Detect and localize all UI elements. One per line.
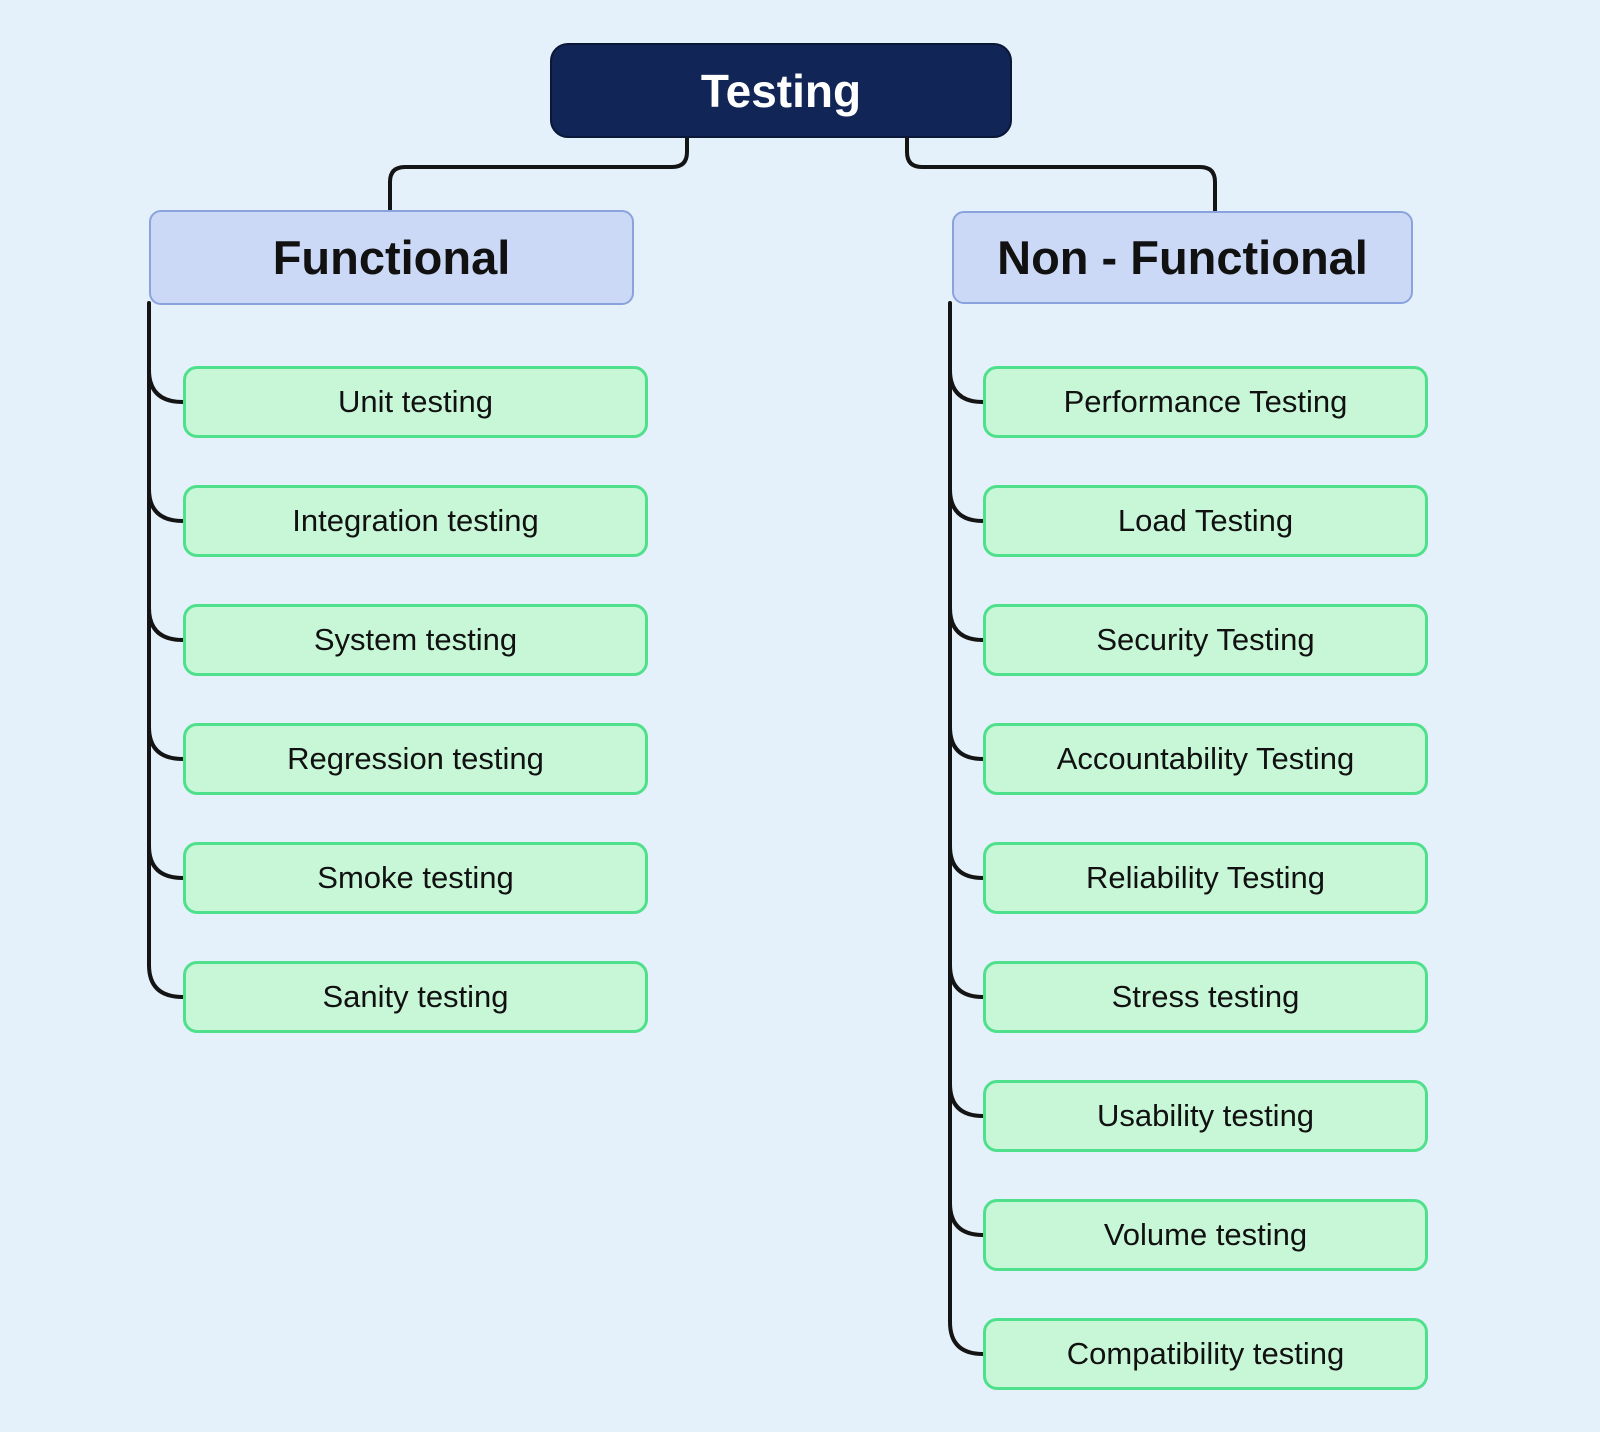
leaf-node-reliability-testing: Reliability Testing (983, 842, 1428, 914)
connector-non-functional-branch-1 (948, 368, 985, 404)
leaf-node-unit-testing: Unit testing (183, 366, 648, 438)
leaf-node-load-testing: Load Testing (983, 485, 1428, 557)
branch-node-non-functional: Non - Functional (952, 211, 1413, 304)
connector-non-functional-branch-7 (948, 1082, 985, 1118)
leaf-node-stress-testing: Stress testing (983, 961, 1428, 1033)
branch-node-functional: Functional (149, 210, 634, 305)
leaf-node-regression-testing: Regression testing (183, 723, 648, 795)
connector-functional-trunk (147, 301, 185, 999)
connector-functional-branch-2 (147, 487, 185, 523)
connector-non-functional-branch-6 (948, 963, 985, 999)
root-node-testing: Testing (550, 43, 1012, 138)
leaf-node-usability-testing: Usability testing (983, 1080, 1428, 1152)
connector-functional-branch-4 (147, 725, 185, 761)
leaf-node-sanity-testing: Sanity testing (183, 961, 648, 1033)
connector-non-functional-trunk (948, 301, 985, 1356)
leaf-node-system-testing: System testing (183, 604, 648, 676)
connector-root-to-functional (388, 136, 689, 213)
leaf-node-volume-testing: Volume testing (983, 1199, 1428, 1271)
connector-functional-branch-1 (147, 368, 185, 404)
connector-non-functional-branch-4 (948, 725, 985, 761)
connector-functional-branch-5 (147, 844, 185, 880)
connector-functional-branch-3 (147, 606, 185, 642)
leaf-node-accountability-testing: Accountability Testing (983, 723, 1428, 795)
leaf-node-smoke-testing: Smoke testing (183, 842, 648, 914)
leaf-node-performance-testing: Performance Testing (983, 366, 1428, 438)
leaf-node-security-testing: Security Testing (983, 604, 1428, 676)
leaf-node-integration-testing: Integration testing (183, 485, 648, 557)
leaf-node-compatibility-testing: Compatibility testing (983, 1318, 1428, 1390)
connector-non-functional-branch-2 (948, 487, 985, 523)
connector-root-to-non-functional (905, 136, 1217, 213)
connector-non-functional-branch-8 (948, 1201, 985, 1237)
connector-non-functional-branch-3 (948, 606, 985, 642)
connector-non-functional-branch-5 (948, 844, 985, 880)
